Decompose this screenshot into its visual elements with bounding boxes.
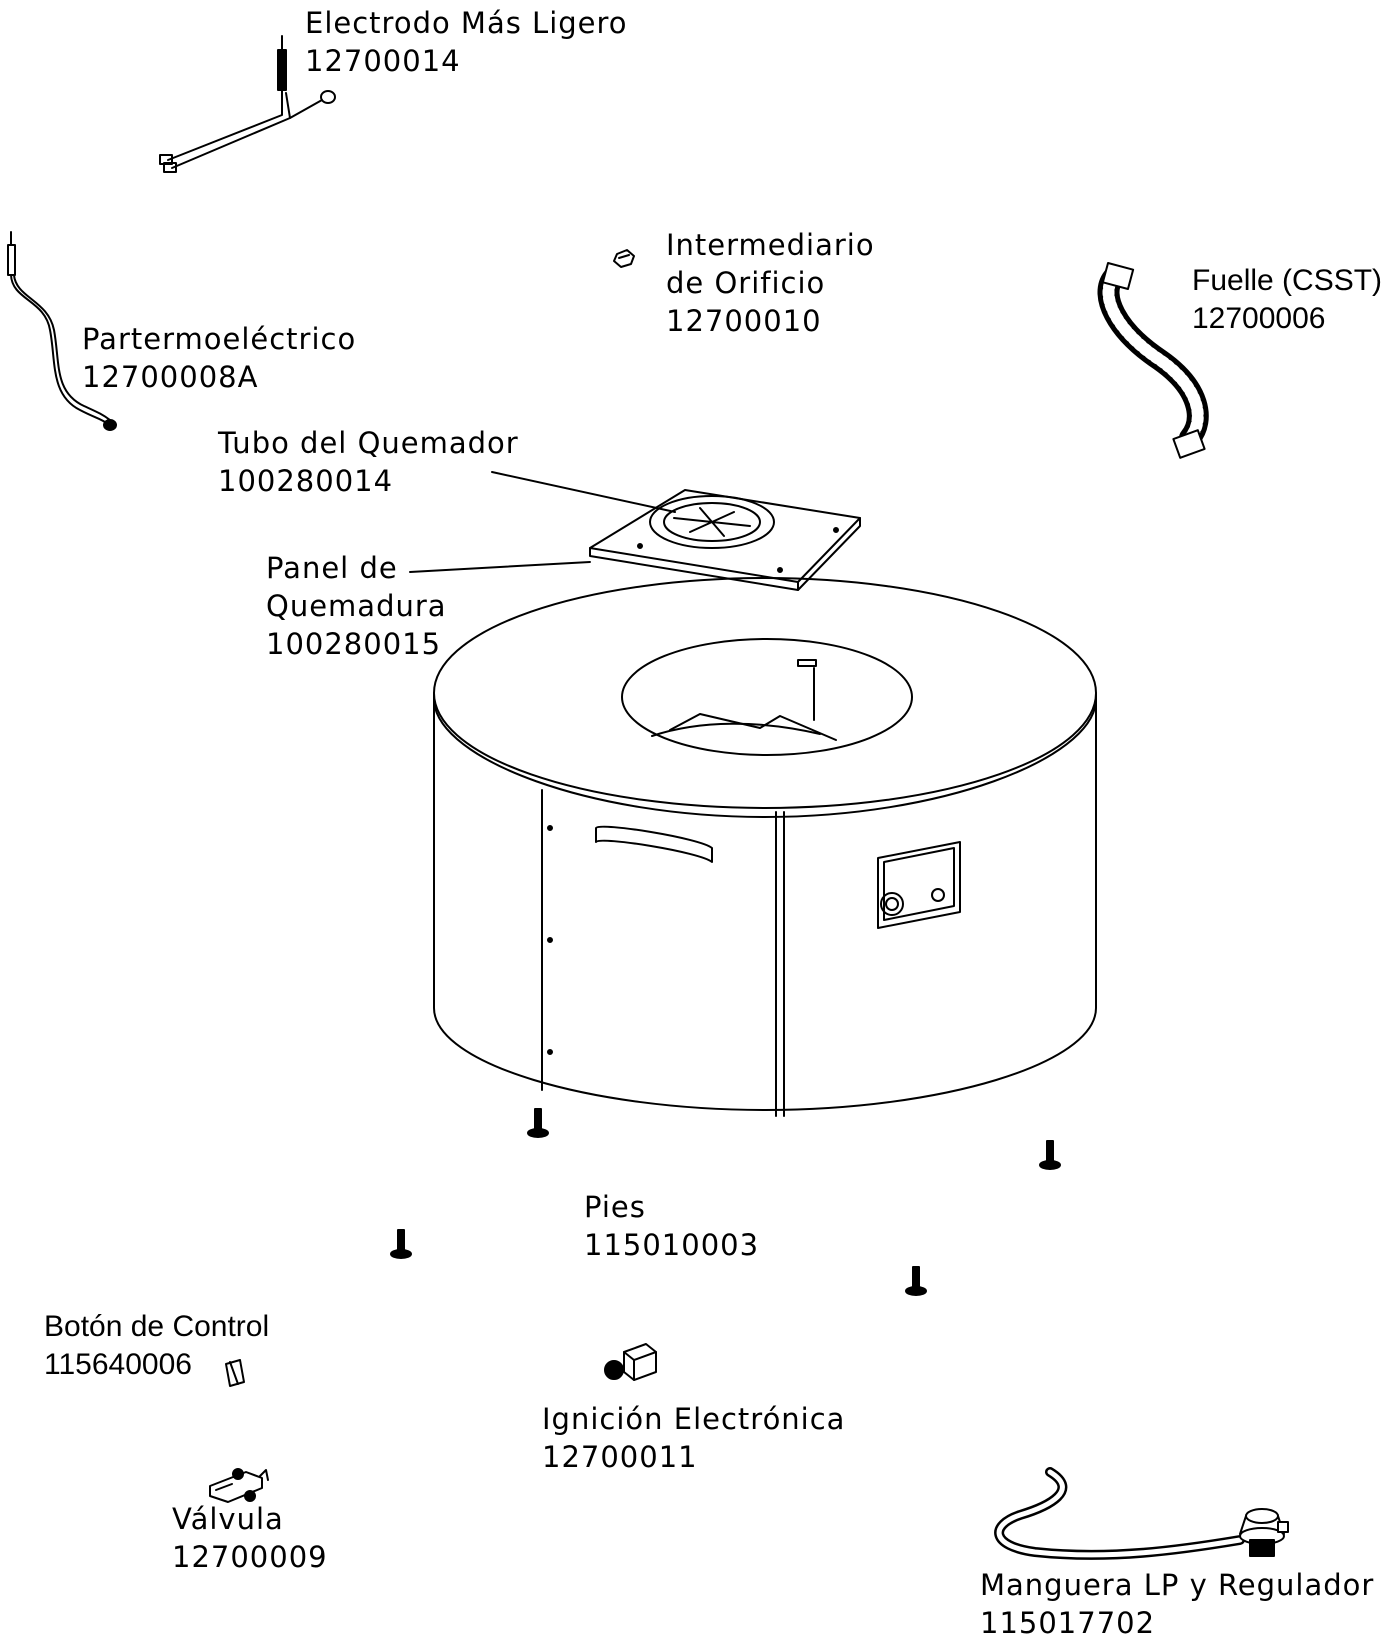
part-code: 12700011 — [542, 1440, 698, 1474]
part-code: 12700010 — [666, 304, 822, 338]
thermocouple-part — [7, 231, 117, 431]
label-panel: Panel de Quemadura 100280015 — [266, 549, 447, 663]
part-name: Fuelle (CSST) — [1192, 264, 1383, 297]
label-manguera: Manguera LP y Regulador 115017702 — [980, 1566, 1374, 1642]
part-name-line2: de Orificio — [666, 266, 826, 300]
foot-1 — [527, 1108, 549, 1138]
label-partermo: Partermoeléctrico 12700008A — [82, 320, 356, 396]
leader-line-panel — [409, 561, 591, 573]
part-name: Pies — [584, 1190, 646, 1224]
foot-4 — [905, 1266, 927, 1296]
part-name: Ignición Electrónica — [542, 1402, 846, 1436]
electrode-part — [159, 35, 336, 173]
label-fuelle: Fuelle (CSST) 12700006 — [1192, 262, 1382, 338]
foot-2 — [1039, 1140, 1061, 1170]
lp-hose-regulator-part — [994, 1467, 1289, 1560]
orifice-holder-part — [613, 249, 635, 268]
part-code: 115010003 — [584, 1228, 760, 1262]
part-name: Electrodo Más Ligero — [305, 6, 628, 40]
fire-pit-body — [433, 577, 1097, 1117]
part-name: Botón de Control — [44, 1310, 270, 1343]
part-code: 100280015 — [266, 627, 442, 661]
label-intermediario: Intermediario de Orificio 12700010 — [666, 226, 875, 340]
part-code: 12700014 — [305, 44, 461, 78]
part-name-line2: Quemadura — [266, 589, 447, 623]
part-name: Válvula — [172, 1502, 284, 1536]
part-code: 12700009 — [172, 1540, 328, 1574]
leader-line-tube — [491, 471, 676, 513]
part-code: 115017702 — [980, 1606, 1156, 1640]
part-code: 115640006 — [44, 1348, 192, 1381]
label-tubo: Tubo del Quemador 100280014 — [218, 424, 519, 500]
burner-panel-part — [589, 489, 861, 591]
label-valvula: Válvula 12700009 — [172, 1500, 328, 1576]
part-name: Partermoeléctrico — [82, 322, 357, 356]
label-pies: Pies 115010003 — [584, 1188, 759, 1264]
part-name-line1: Intermediario — [666, 228, 875, 262]
label-ignicion: Ignición Electrónica 12700011 — [542, 1400, 845, 1476]
flex-hose-part — [1097, 261, 1209, 459]
part-name-line1: Panel de — [266, 551, 398, 585]
part-code: 100280014 — [218, 464, 394, 498]
part-code: 12700006 — [1192, 302, 1326, 335]
label-electrodo: Electrodo Más Ligero 12700014 — [305, 4, 628, 80]
part-code: 12700008A — [82, 360, 259, 394]
label-boton: Botón de Control 115640006 — [44, 1308, 269, 1384]
foot-3 — [390, 1229, 412, 1259]
electronic-igniter-part — [604, 1343, 657, 1381]
valve-part — [209, 1468, 269, 1503]
part-name: Tubo del Quemador — [218, 426, 519, 460]
part-name: Manguera LP y Regulador — [980, 1568, 1375, 1602]
control-knob-part — [225, 1359, 245, 1387]
